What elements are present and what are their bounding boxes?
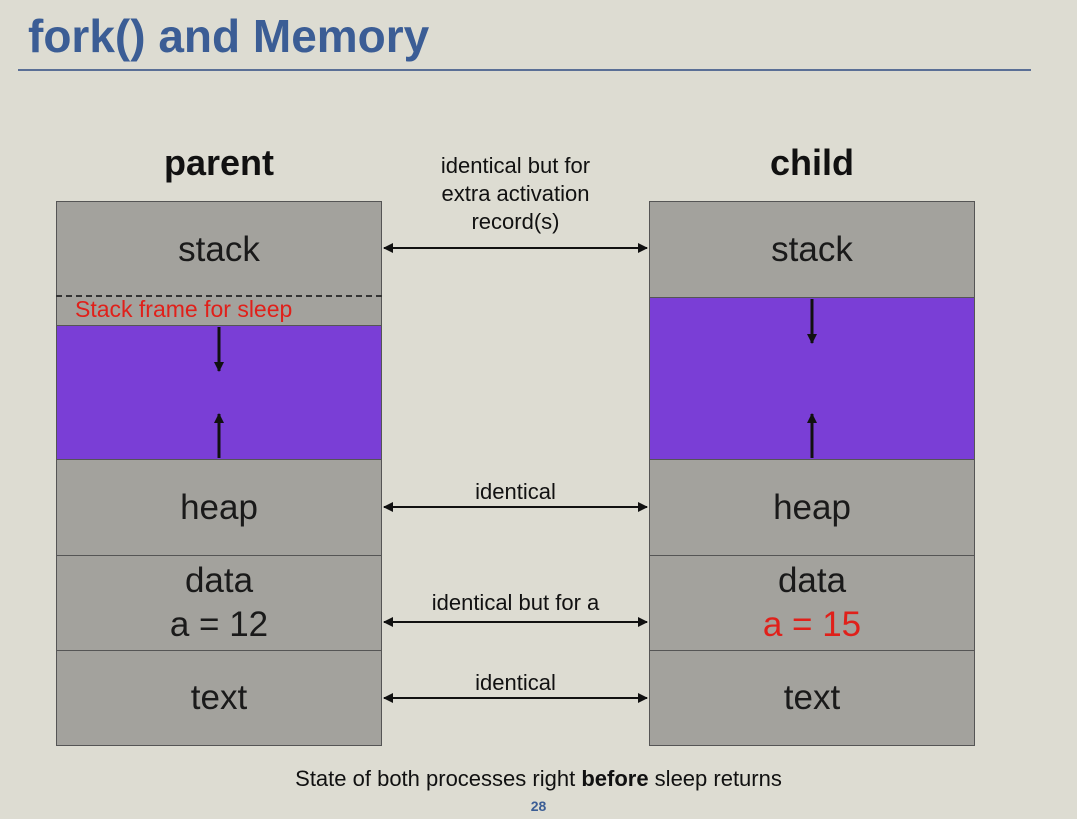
parent-stack-label: stack: [178, 230, 260, 269]
child-stack-label: stack: [771, 229, 853, 269]
stack-connection-label: identical but for extra activation recor…: [440, 153, 591, 234]
child-text-label: text: [783, 678, 841, 717]
parent-stack-frame-boundary: [56, 295, 382, 297]
parent-text-segment: text: [56, 650, 382, 746]
slide-title: fork() and Memory: [28, 10, 430, 62]
parent-text-label: text: [190, 678, 248, 717]
caption-text-start: State of both processes right: [295, 766, 582, 791]
child-heap-label: heap: [773, 487, 851, 527]
parent-heading: parent: [163, 142, 275, 183]
parent-data-value: a = 12: [169, 605, 269, 644]
title-divider: [18, 69, 1031, 71]
child-data-value: a = 15: [762, 605, 862, 644]
parent-stack-frame-label: Stack frame for sleep: [75, 296, 293, 322]
child-text-segment: text: [649, 650, 975, 746]
parent-heap-label: heap: [180, 487, 258, 527]
child-data-segment: data a = 15: [649, 555, 975, 651]
child-heading: child: [769, 142, 854, 183]
slide-caption: State of both processes right before sle…: [0, 766, 1077, 792]
caption-emphasis: before: [581, 766, 649, 791]
parent-heap-segment: heap: [56, 459, 382, 556]
child-stack-segment: stack: [649, 201, 975, 298]
child-data-label: data: [777, 561, 847, 600]
heap-connection-label: identical: [475, 479, 556, 504]
data-connection-label: identical but for a: [431, 590, 600, 615]
page-number: 28: [530, 798, 547, 814]
caption-text-end: sleep returns: [648, 766, 782, 791]
parent-data-label: data: [184, 561, 254, 600]
parent-stack-segment: stack: [56, 201, 382, 326]
text-connection-label: identical: [475, 670, 556, 695]
parent-data-segment: data a = 12: [56, 555, 382, 651]
